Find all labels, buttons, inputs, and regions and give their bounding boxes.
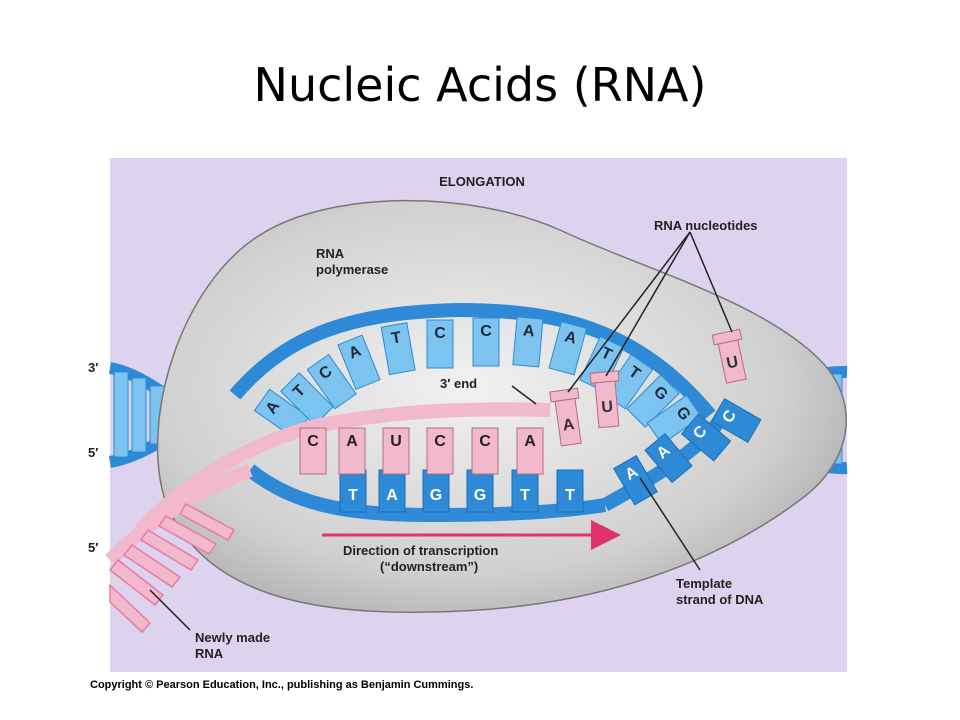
direction-label-line1: Direction of transcription	[343, 543, 498, 558]
base-letter: T	[520, 487, 530, 504]
pointer-lines	[149, 231, 733, 631]
diagram-heading: ELONGATION	[439, 174, 525, 189]
base-letter: T	[565, 487, 575, 504]
coding-base: T	[380, 322, 416, 376]
base-letter: G	[430, 487, 442, 504]
coding-base: G	[626, 374, 680, 428]
coding-base: C	[426, 319, 454, 369]
rna-strand-backbone	[135, 402, 551, 535]
template-base: G	[466, 469, 494, 513]
template-strand-label-line1: Template	[676, 576, 732, 591]
incoming-base-label: U	[601, 398, 614, 416]
template-open-base: C	[680, 413, 732, 462]
three-prime-end-label: 3′ end	[440, 376, 477, 391]
template-base: T	[339, 469, 367, 513]
strand-end-bottom-left: 5′	[88, 540, 98, 555]
incoming-nucleotide-2: U	[589, 370, 620, 429]
template-base: T	[556, 469, 584, 513]
coding-strand-backbone	[229, 302, 716, 420]
template-open-base: C	[710, 398, 762, 443]
rna-base: A	[516, 427, 544, 475]
rna-base: U	[382, 427, 410, 475]
base-letter: A	[524, 433, 536, 450]
base-letter: C	[307, 433, 319, 450]
rna-base: A	[338, 427, 366, 475]
base-letter: A	[346, 433, 358, 450]
base-letter: T	[390, 329, 403, 347]
incoming-base-label: A	[562, 416, 576, 435]
coding-base: T	[280, 372, 334, 426]
strand-end-middle-left: 5′	[88, 445, 98, 460]
incoming-nucleotides: A U U	[549, 328, 747, 447]
coding-base: C	[306, 353, 357, 410]
template-strand-label-line2: strand of DNA	[676, 592, 764, 607]
base-letter: A	[386, 487, 398, 504]
base-letter: C	[479, 433, 491, 450]
newly-made-rna-label-line2: RNA	[195, 646, 224, 661]
coding-base: A	[548, 321, 588, 376]
template-open-base: A	[644, 432, 693, 484]
base-letter: C	[434, 433, 446, 450]
base-letter: C	[434, 325, 446, 342]
coding-base: C	[472, 317, 500, 367]
template-base: A	[378, 469, 406, 513]
coding-base: A	[337, 334, 381, 391]
incoming-nucleotide-1: A	[549, 387, 582, 447]
base-letter: A	[563, 328, 579, 348]
base-letter: U	[390, 433, 402, 450]
rna-polymerase-label-line2: polymerase	[316, 262, 388, 277]
strand-end-top-left: 3′	[88, 360, 98, 375]
coding-base: G	[646, 394, 703, 445]
newly-made-rna	[105, 463, 253, 634]
incoming-nucleotide-3: U	[711, 328, 747, 384]
rna-polymerase-label-line1: RNA	[316, 246, 345, 261]
base-letter: G	[474, 487, 486, 504]
template-base: G	[422, 469, 450, 513]
rna-base: C	[426, 427, 454, 475]
copyright-notice: Copyright © Pearson Education, Inc., pub…	[90, 679, 474, 691]
direction-label-line2: (“downstream”)	[380, 559, 478, 574]
template-open-base: A	[613, 454, 658, 506]
base-letter: T	[348, 487, 358, 504]
rna-nucleotides-label: RNA nucleotides	[654, 218, 758, 233]
base-letter: A	[522, 322, 535, 340]
incoming-base-label: U	[725, 354, 740, 373]
template-base: T	[511, 469, 539, 513]
newly-made-rna-label-line1: Newly made	[195, 630, 270, 645]
rna-base: C	[471, 427, 499, 475]
slide-title: Nucleic Acids (RNA)	[253, 58, 707, 112]
coding-base: A	[512, 316, 544, 368]
base-letter: C	[480, 323, 492, 340]
rna-base: C	[299, 427, 327, 475]
